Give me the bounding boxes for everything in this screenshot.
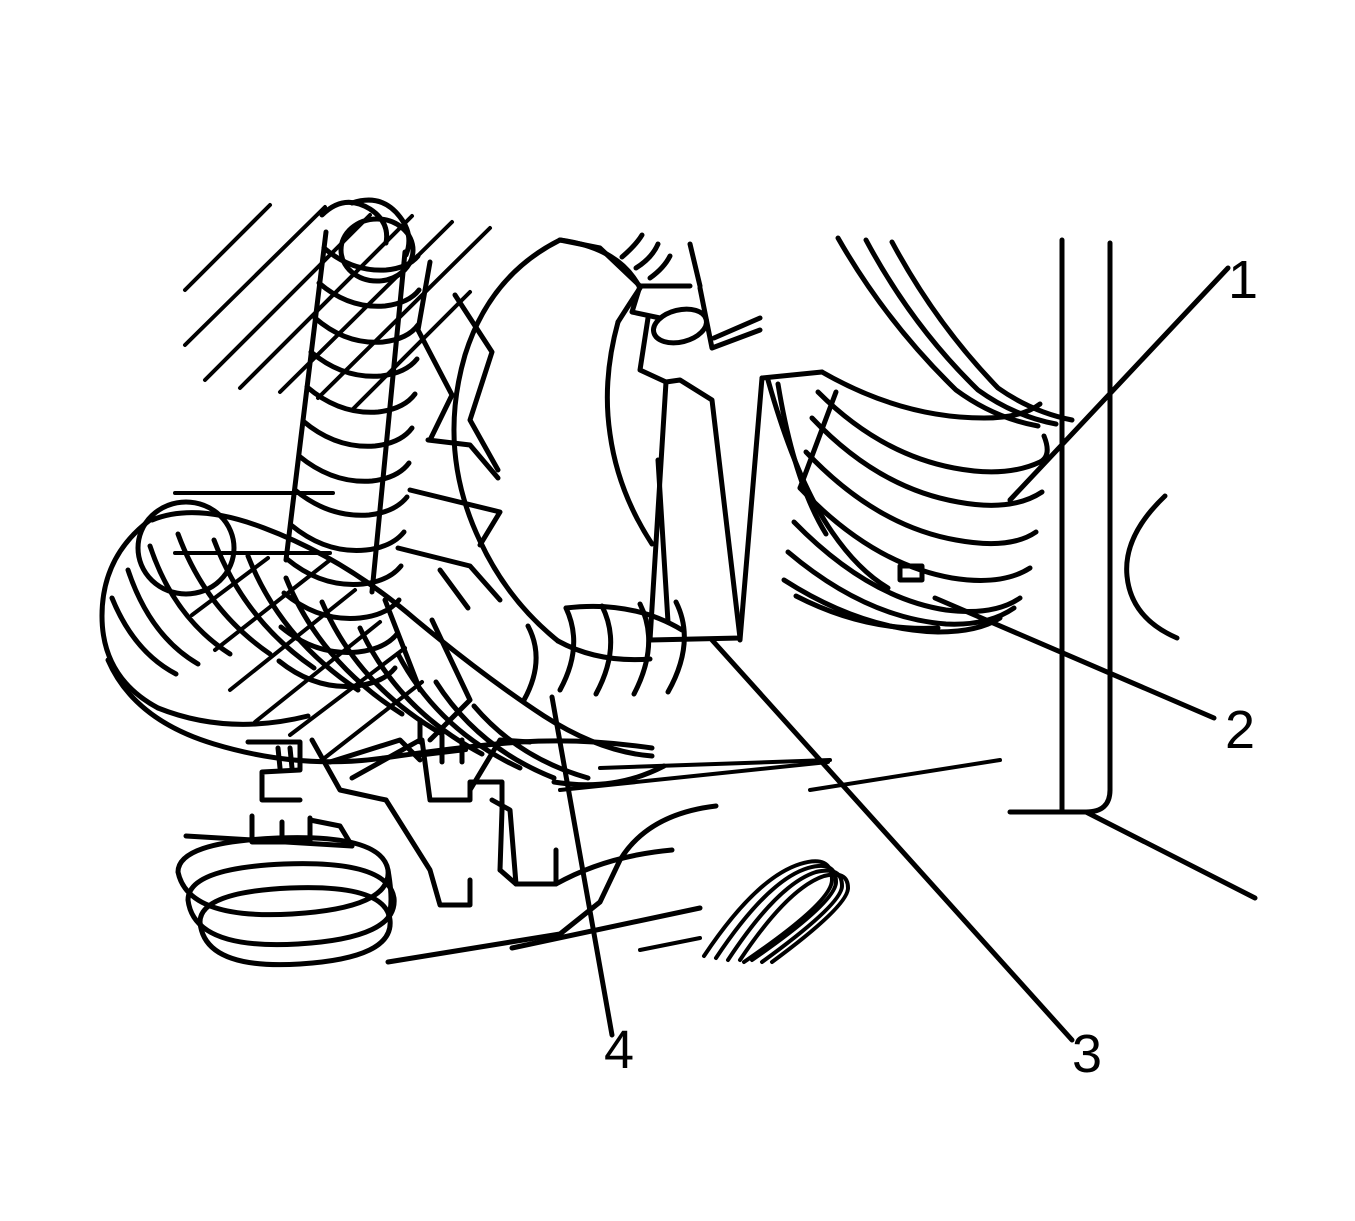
mounting-bracket [557,232,763,385]
leader-line-1 [1007,265,1231,503]
upper-left-linkage [382,259,503,743]
vertical-bracket-blade [647,377,743,643]
lower-engine-brackets [175,717,719,968]
drawing-strokes [99,197,1258,1043]
callout-label-3: 3 [1072,1024,1102,1084]
corrugated-intake-duct [99,499,687,788]
callout-labels: 1 2 3 4 [604,250,1258,1084]
callout-label-1: 1 [1228,250,1258,310]
callout-label-2: 2 [1225,700,1255,760]
leader-line-4 [549,694,615,1038]
upper-corrugated-tube [276,197,422,689]
radiator-side-panel [1007,237,1258,901]
leader-line-3 [709,637,1075,1043]
callout-label-4: 4 [604,1020,634,1080]
belt-ribs [702,859,850,964]
radiator-shroud-ribs [737,235,1075,643]
leader-line-2 [932,595,1217,721]
callout-leaders [549,265,1231,1043]
